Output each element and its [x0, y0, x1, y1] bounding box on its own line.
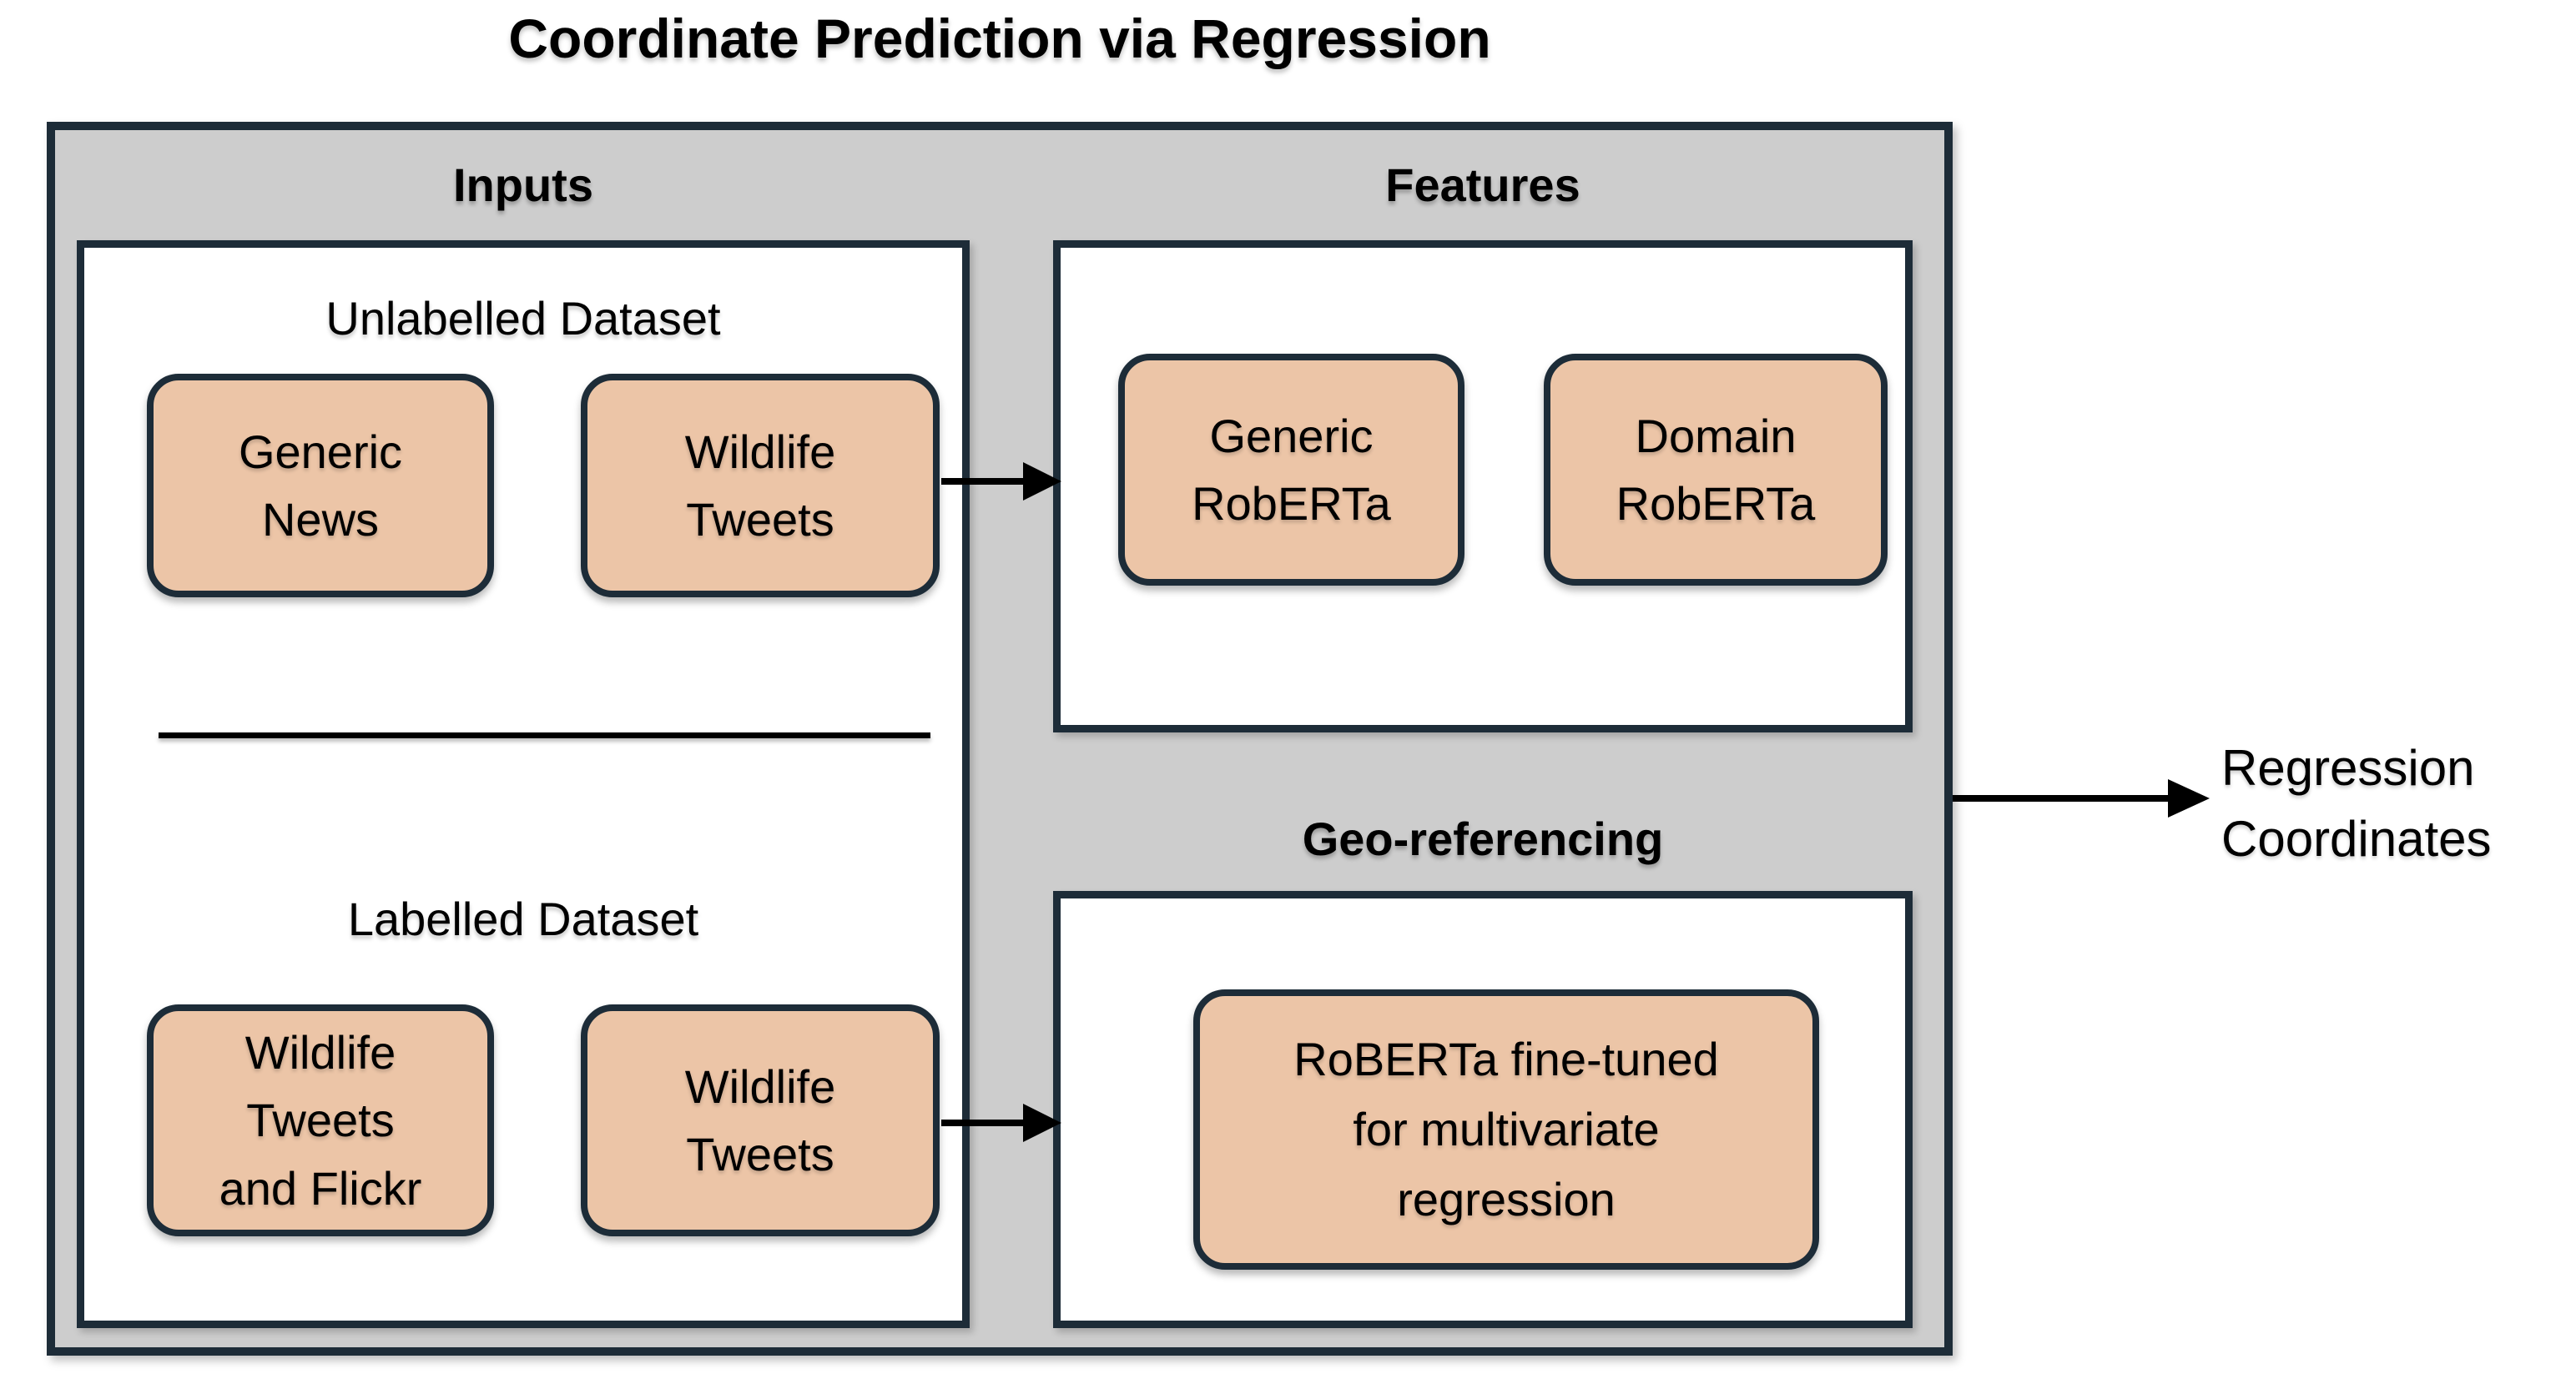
diagram-title: Coordinate Prediction via Regression [508, 8, 1491, 69]
node-wildlife-tweets-labelled: Wildlife Tweets [581, 1004, 940, 1236]
regression-coordinates-label: Regression Coordinates [2221, 740, 2492, 868]
node-wildlife-tweets-and-flickr: Wildlife Tweets and Flickr [147, 1004, 494, 1236]
unlabelled-dataset-label: Unlabelled Dataset [325, 292, 721, 345]
geo-referencing-heading: Geo-referencing [1302, 813, 1664, 865]
node-wildlife-tweets-unlabelled: Wildlife Tweets [581, 374, 940, 597]
arrow-container-to-output [1953, 779, 2210, 818]
dataset-divider-line [159, 732, 930, 738]
node-roberta-finetuned: RoBERTa fine-tuned for multivariate regr… [1193, 989, 1819, 1270]
labelled-dataset-label: Labelled Dataset [347, 893, 699, 945]
node-generic-roberta: Generic RobERTa [1118, 354, 1464, 586]
node-generic-news: Generic News [147, 374, 494, 597]
inputs-heading: Inputs [453, 159, 593, 211]
features-heading: Features [1385, 159, 1580, 211]
node-domain-roberta: Domain RobERTa [1544, 354, 1888, 586]
